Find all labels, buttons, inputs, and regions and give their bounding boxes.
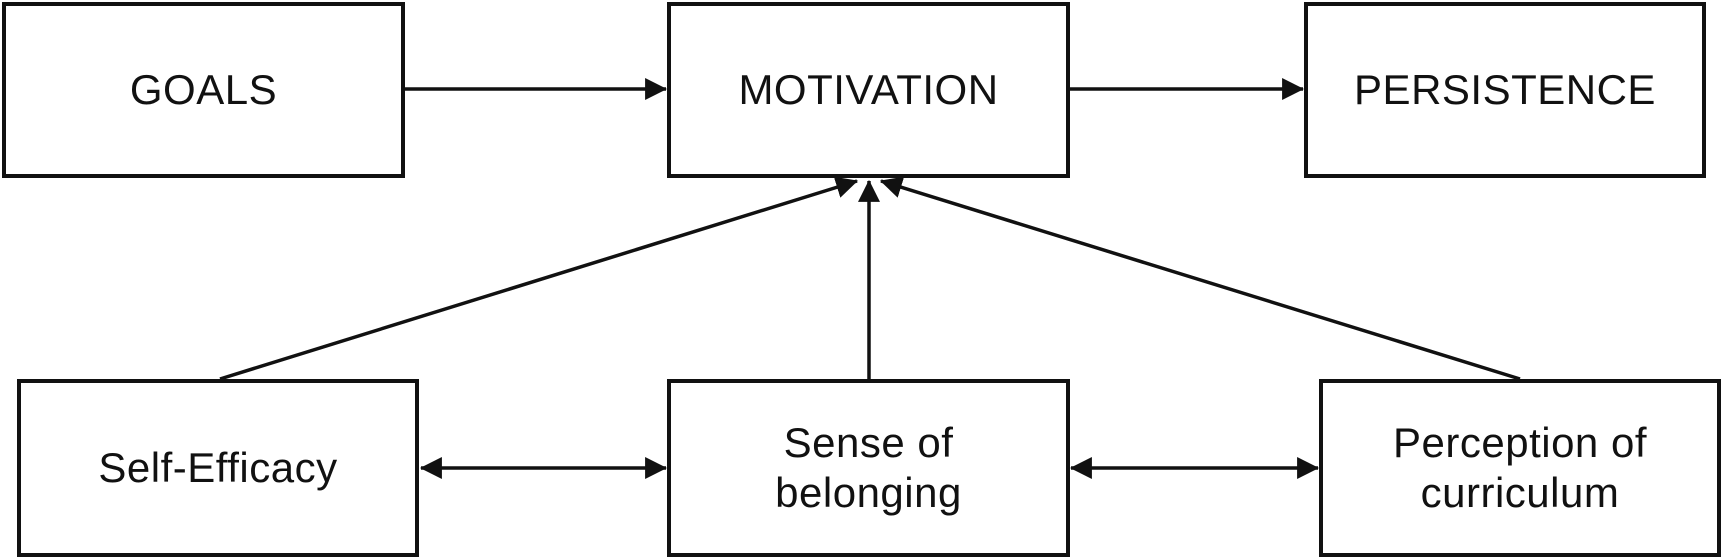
sense-of-belonging-label: Sense of belonging [775,419,962,516]
self-efficacy-box: Self-Efficacy [17,379,419,557]
sense-of-belonging-box: Sense of belonging [667,379,1070,557]
persistence-box: PERSISTENCE [1304,2,1706,178]
goals-box: GOALS [2,2,405,178]
self-efficacy-label: Self-Efficacy [98,444,338,492]
edge-curriculum-to-motivation [879,176,1521,381]
persistence-label: PERSISTENCE [1354,66,1656,114]
edge-self-efficacy-to-motivation [219,176,859,381]
motivation-label: MOTIVATION [738,66,999,114]
goals-label: GOALS [129,66,278,114]
motivation-box: MOTIVATION [667,2,1070,178]
perception-of-curriculum-label: Perception of curriculum [1393,419,1647,516]
perception-of-curriculum-box: Perception of curriculum [1319,379,1721,557]
